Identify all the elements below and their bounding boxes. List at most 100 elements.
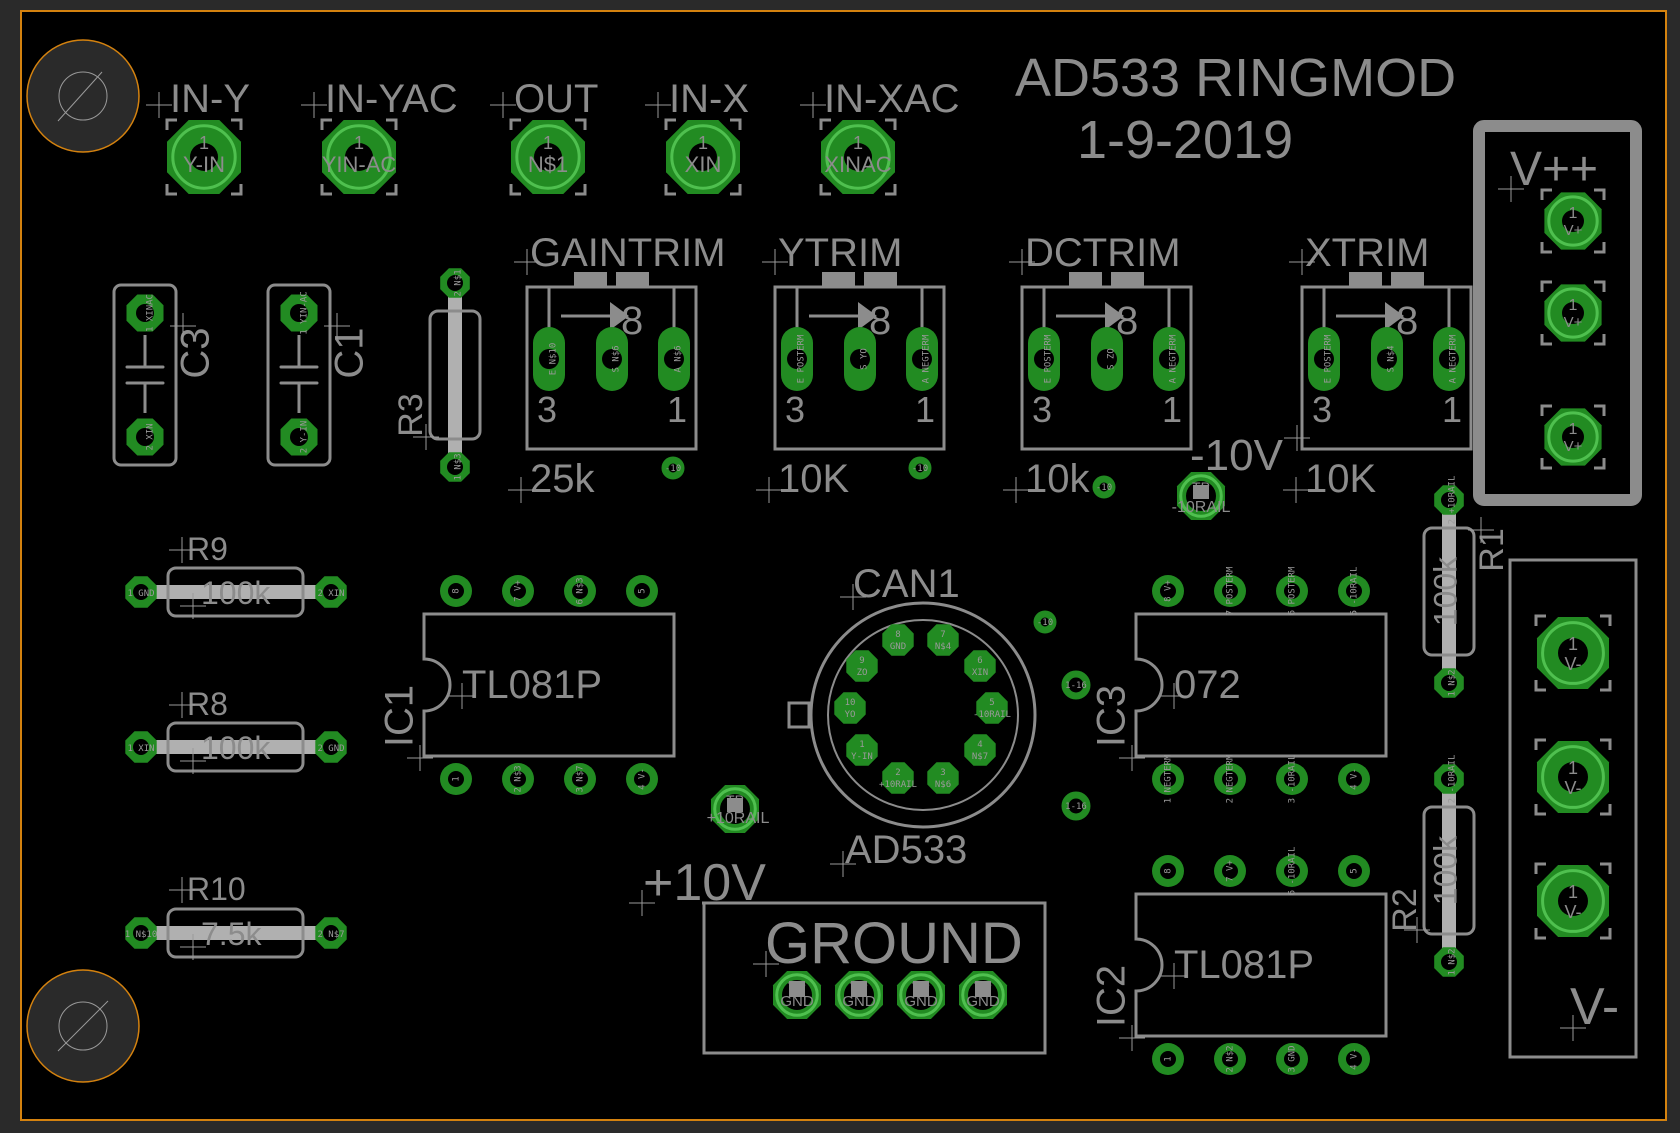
trimmer-pin[interactable]: A NEGTERM (906, 327, 938, 391)
jack-in-y[interactable]: IN-Y1Y-IN (146, 77, 250, 196)
resistor-pad[interactable] (1434, 485, 1464, 515)
resistor-pad[interactable] (315, 731, 347, 763)
can-pin[interactable] (927, 624, 959, 656)
ic-pin[interactable] (1152, 575, 1184, 607)
header-vpos[interactable]: V++1V+1V+1V+ (1473, 120, 1642, 506)
ic-pin[interactable] (1276, 855, 1308, 887)
ic-pin[interactable] (1152, 763, 1184, 795)
ic-pin[interactable] (1276, 1043, 1308, 1075)
ic-pin[interactable] (1338, 763, 1370, 795)
trimmer-pin[interactable]: A N$6 (658, 327, 690, 391)
ic-pin[interactable] (1338, 575, 1370, 607)
can-pin[interactable] (927, 762, 959, 794)
can-pin[interactable] (846, 650, 878, 682)
capacitor-pad[interactable] (280, 294, 318, 332)
resistor-pad[interactable] (1434, 668, 1464, 698)
can-pin[interactable] (882, 762, 914, 794)
trimmer-pin[interactable]: E POSTERM (781, 327, 813, 391)
can-pin[interactable] (834, 692, 866, 724)
can-pin[interactable] (964, 650, 996, 682)
header-pin[interactable] (1537, 741, 1609, 813)
ic-pin[interactable] (440, 575, 472, 607)
ic-pin[interactable] (626, 575, 658, 607)
trimmer-pin[interactable]: E N$10 (533, 327, 565, 391)
header-vneg[interactable]: 1V-1V-1V-V- (1508, 558, 1638, 1059)
trimmer-pin[interactable]: S YO (844, 327, 876, 391)
ic-pin[interactable] (1338, 855, 1370, 887)
ic-pin[interactable] (1152, 1043, 1184, 1075)
header-pin[interactable] (1537, 865, 1609, 937)
ic-pin[interactable] (1276, 575, 1308, 607)
trimmer-pin[interactable]: S ZO (1091, 327, 1123, 391)
ic-pin[interactable] (564, 763, 596, 795)
trimmer-pin[interactable]: E POSTERM (1028, 327, 1060, 391)
trimmer-pin[interactable]: S N$4 (1371, 327, 1403, 391)
capacitor-pad[interactable] (280, 418, 318, 456)
ic-pin[interactable] (502, 575, 534, 607)
pin-label: 2 GND (317, 744, 344, 754)
resistor-pad[interactable] (125, 731, 157, 763)
resistor-r3[interactable]: 2 N$11 N$3R3 (392, 268, 482, 482)
ic-pin[interactable] (502, 763, 534, 795)
ic-pin[interactable] (1214, 1043, 1246, 1075)
jack-pad[interactable] (167, 120, 241, 194)
trimmer-pin[interactable]: A NEGTERM (1153, 327, 1185, 391)
ic-pin[interactable] (1152, 855, 1184, 887)
ic-pin[interactable] (1276, 763, 1308, 795)
resistor-pad[interactable] (125, 576, 157, 608)
can-pin[interactable] (964, 734, 996, 766)
trimmer-pin[interactable]: E POSTERM (1308, 327, 1340, 391)
pad-bracket (1534, 614, 1612, 692)
jack-pad[interactable] (511, 120, 585, 194)
jack-pad[interactable] (821, 120, 895, 194)
resistor-pad[interactable] (315, 576, 347, 608)
ic-pin[interactable] (626, 763, 658, 795)
jack-pad[interactable] (666, 120, 740, 194)
resistor-pad[interactable] (1434, 947, 1464, 977)
ic-pin[interactable] (564, 575, 596, 607)
trimmer-pin[interactable]: S N$6 (596, 327, 628, 391)
ic-pin[interactable] (1214, 763, 1246, 795)
header-pin[interactable] (1544, 284, 1602, 342)
resistor-pad[interactable] (315, 917, 347, 949)
can-pin[interactable] (882, 624, 914, 656)
resistor-pad[interactable] (1434, 764, 1464, 794)
capacitor-pad[interactable] (126, 418, 164, 456)
header-pin[interactable] (1544, 408, 1602, 466)
can-pin[interactable] (976, 692, 1008, 724)
ic-pin[interactable] (440, 763, 472, 795)
resistor-pad[interactable] (440, 452, 470, 482)
ic-pin[interactable] (1214, 575, 1246, 607)
ic-pin[interactable] (1214, 855, 1246, 887)
jack-pad[interactable] (322, 120, 396, 194)
header-pin[interactable] (1537, 617, 1609, 689)
ic-pin[interactable] (1338, 1043, 1370, 1075)
can-ad533[interactable]: CAN11Y-IN2+10RAIL3N$64N$75-10RAIL6XIN7N$… (787, 562, 1037, 877)
trimmer-pin[interactable]: A NEGTERM (1433, 327, 1465, 391)
can-pin[interactable] (846, 734, 878, 766)
capacitor-pad[interactable] (126, 294, 164, 332)
resistor-pad[interactable] (440, 268, 470, 298)
header-pin[interactable] (1544, 192, 1602, 250)
resistor-pad[interactable] (125, 917, 157, 949)
